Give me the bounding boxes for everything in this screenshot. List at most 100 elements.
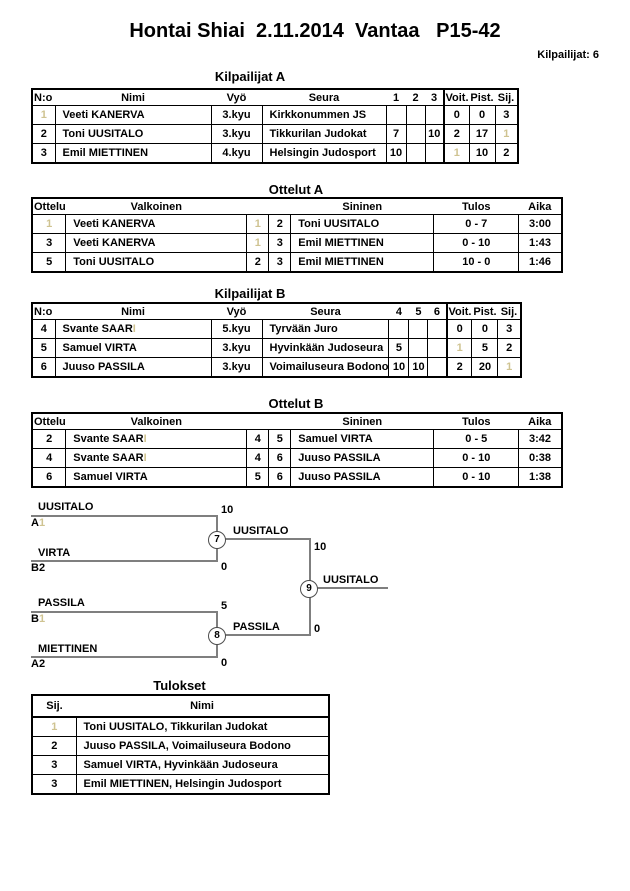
table-cell: 3:00 xyxy=(518,214,563,234)
table-cell: 6 xyxy=(31,357,56,378)
table-cell: Toni UUSITALO xyxy=(54,124,212,144)
table-cell xyxy=(388,319,410,339)
matches-b-heading: Ottelut B xyxy=(268,396,324,411)
bracket-player-label: UUSITALO xyxy=(38,501,94,513)
table-cell: 3.kyu xyxy=(210,357,263,378)
bracket-seed-label: A1 xyxy=(31,517,46,529)
bracket-score: 5 xyxy=(221,600,228,612)
table-cell: 3.kyu xyxy=(210,105,263,125)
bracket-seed-label: B2 xyxy=(31,562,46,574)
col-header: Voit. xyxy=(445,303,472,320)
table-cell: 4.kyu xyxy=(210,143,263,164)
table-cell: Samuel VIRTA xyxy=(290,429,435,449)
col-header: Seura xyxy=(262,303,389,320)
table-cell: 3 xyxy=(31,755,77,775)
table-cell xyxy=(408,319,429,339)
table-cell: 3 xyxy=(497,319,522,339)
bracket-player-label: VIRTA xyxy=(38,547,71,559)
bracket-score: 0 xyxy=(221,561,228,573)
bracket-line xyxy=(31,515,218,517)
table-cell: Samuel VIRTA, Hyvinkään Judoseura xyxy=(75,755,330,775)
table-cell: Juuso PASSILA xyxy=(290,467,435,488)
table-cell: 1:46 xyxy=(518,252,563,273)
col-header: Ottelu xyxy=(32,413,66,430)
table-cell: 5.kyu xyxy=(210,319,263,339)
table-cell: 1 xyxy=(246,233,270,253)
table-cell: 10 xyxy=(408,357,429,378)
col-header: 5 xyxy=(408,303,428,320)
col-header: 6 xyxy=(427,303,447,320)
table-cell: Toni UUSITALO xyxy=(290,214,435,234)
table-cell: 0 - 5 xyxy=(433,429,520,449)
table-cell: 5 xyxy=(31,338,56,358)
table-cell: 1 xyxy=(31,105,56,125)
pool-b-heading: Kilpailijat B xyxy=(214,286,286,301)
table-cell: 2 xyxy=(246,252,270,273)
col-header: 1 xyxy=(386,89,406,106)
table-cell xyxy=(427,357,448,378)
bracket-winner-label: UUSITALO xyxy=(233,525,289,537)
bracket-winner-label: UUSITALO xyxy=(323,574,379,586)
table-cell: Emil MIETTINEN, Helsingin Judosport xyxy=(75,774,330,795)
table-cell: Juuso PASSILA xyxy=(290,448,435,468)
col-header: Voit. xyxy=(443,89,469,106)
col-header: Tulos xyxy=(433,413,519,430)
table-cell: 0 - 10 xyxy=(433,233,520,253)
table-cell xyxy=(405,105,426,125)
col-header: Aika xyxy=(518,198,562,215)
table-cell: Juuso PASSILA, Voimailuseura Bodono xyxy=(75,736,330,756)
header-row: Sij.Nimi xyxy=(32,695,329,718)
table-cell: 0 xyxy=(468,105,496,125)
col-header: N:o xyxy=(32,89,55,106)
table-cell: 6 xyxy=(31,467,67,488)
table-cell: 20 xyxy=(471,357,499,378)
bracket-score: 0 xyxy=(314,623,321,635)
table-cell: Veeti KANERVA xyxy=(65,233,248,253)
table-cell: 4 xyxy=(31,319,56,339)
col-header: Valkoinen xyxy=(65,413,247,430)
table-cell: Emil MIETTINEN xyxy=(290,233,435,253)
table-cell: 3 xyxy=(31,143,56,164)
table-cell: 2 xyxy=(497,338,522,358)
col-header: 3 xyxy=(425,89,444,106)
table-cell: Samuel VIRTA xyxy=(54,338,212,358)
col-header xyxy=(246,413,269,430)
bracket-line xyxy=(31,611,218,613)
bracket-seed-label: A2 xyxy=(31,658,46,670)
col-header xyxy=(268,413,291,430)
table-cell: Voimailuseura Bodono xyxy=(261,357,390,378)
col-header: Nimi xyxy=(55,89,211,106)
bracket-line xyxy=(217,538,310,540)
col-header: Sij. xyxy=(497,303,521,320)
table-cell: Toni UUSITALO xyxy=(65,252,248,273)
col-header xyxy=(268,198,291,215)
col-header: Sininen xyxy=(290,198,434,215)
table-cell: 1 xyxy=(497,357,522,378)
table-cell: 5 xyxy=(388,338,410,358)
col-header: Aika xyxy=(518,413,562,430)
col-header: Ottelu xyxy=(32,198,66,215)
table-cell: Hyvinkään Judoseura xyxy=(261,338,390,358)
table-cell: 3 xyxy=(268,233,292,253)
table-cell: 3.kyu xyxy=(210,338,263,358)
col-header xyxy=(246,198,269,215)
table-cell: 10 xyxy=(385,143,407,164)
table-cell: Helsingin Judosport xyxy=(261,143,387,164)
